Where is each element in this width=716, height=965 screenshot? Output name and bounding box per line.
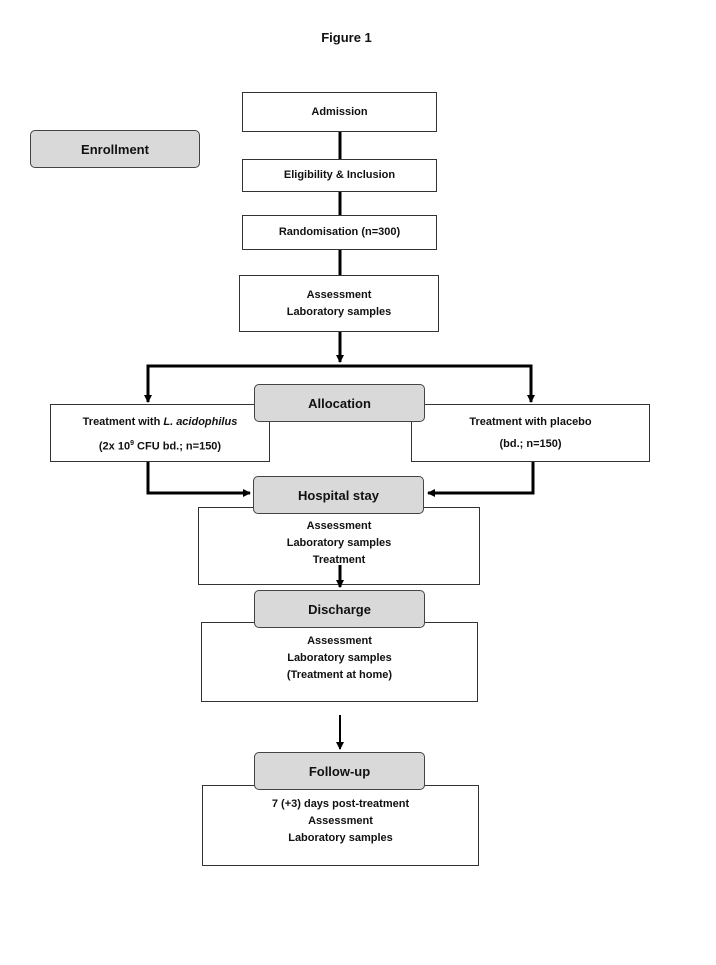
figure-title: Figure 1 xyxy=(321,30,372,45)
hospital-stay-label: Hospital stay xyxy=(253,476,424,514)
probiotic-dose-a: (2x 10 xyxy=(98,440,131,453)
follow-up-line-3: Laboratory samples xyxy=(288,832,393,844)
probiotic-arm-line-1: Treatment with L. acidophilus xyxy=(83,411,238,433)
probiotic-arm-line-2: (2x 109 CFU bd.; n=150) xyxy=(99,433,221,458)
probiotic-dose-exponent: 9 xyxy=(130,440,134,447)
placebo-arm-line-2: (bd.; n=150) xyxy=(499,438,562,450)
follow-up-line-1: 7 (+3) days post-treatment xyxy=(271,798,410,810)
probiotic-organism: L. acidophilus xyxy=(163,416,238,428)
follow-up-label: Follow-up xyxy=(254,752,425,790)
randomisation-text: Randomisation (n=300) xyxy=(278,226,401,238)
baseline-box: Assessment Laboratory samples xyxy=(239,275,439,332)
hospital-stay-line-3: Treatment xyxy=(312,554,366,566)
admission-text: Admission xyxy=(311,105,368,118)
probiotic-arm-prefix: Treatment with xyxy=(82,416,164,428)
discharge-box: Assessment Laboratory samples (Treatment… xyxy=(201,622,478,702)
split-connector xyxy=(146,364,533,393)
follow-up-line-2: Assessment xyxy=(308,815,373,827)
discharge-line-1: Assessment xyxy=(307,635,372,647)
arrow-probiotic-to-hospital xyxy=(146,462,251,497)
baseline-line-1: Assessment xyxy=(306,288,372,301)
enrollment-label: Enrollment xyxy=(30,130,200,168)
discharge-line-3: (Treatment at home) xyxy=(286,669,393,681)
placebo-arm-line-1: Treatment with placebo xyxy=(469,416,592,428)
eligibility-box: Eligibility & Inclusion xyxy=(242,159,437,192)
placebo-arm-box: Treatment with placebo (bd.; n=150) xyxy=(411,404,650,462)
eligibility-text: Eligibility & Inclusion xyxy=(283,169,396,181)
hospital-stay-line-2: Laboratory samples xyxy=(286,537,392,549)
randomisation-box: Randomisation (n=300) xyxy=(242,215,437,250)
discharge-line-2: Laboratory samples xyxy=(287,652,392,664)
baseline-line-2: Laboratory samples xyxy=(286,305,392,318)
admission-box: Admission xyxy=(242,92,437,132)
probiotic-dose-b: CFU bd.; n=150) xyxy=(134,440,222,453)
allocation-label: Allocation xyxy=(254,384,425,422)
discharge-label: Discharge xyxy=(254,590,425,628)
probiotic-arm-box: Treatment with L. acidophilus (2x 109 CF… xyxy=(50,404,270,462)
hospital-stay-line-1: Assessment xyxy=(306,520,372,532)
arrow-placebo-to-hospital xyxy=(427,462,535,497)
